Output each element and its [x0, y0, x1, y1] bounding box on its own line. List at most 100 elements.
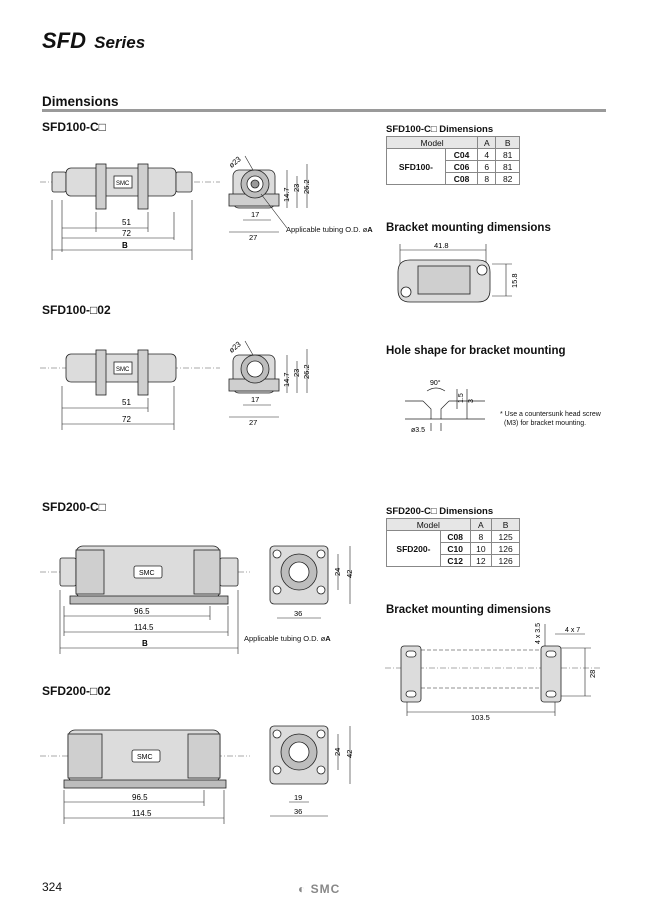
sfd200-02-title: SFD200-□02 [42, 684, 111, 698]
hole-dim-15: 1.5 [458, 393, 465, 403]
sfd200-c-end-drawing: 24 42 36 [269, 545, 354, 619]
sfd200-c-side-drawing: SMC 96.5 114.5 B [40, 545, 250, 654]
brand-swoosh-icon: ◐ [298, 882, 307, 896]
table200-header-model: Model [386, 518, 471, 531]
table-cell: 10 [469, 542, 493, 555]
table100-model: SFD100- [386, 148, 446, 185]
sfd100-c-dim-27: 27 [249, 233, 257, 242]
sfd200-02-dim-19: 19 [294, 793, 302, 802]
table-cell: 82 [495, 172, 520, 185]
sfd200-c-tubing-var: A [325, 634, 331, 643]
sfd100-c-tubing-var: A [367, 225, 373, 234]
brand-logo: ◐ SMC [298, 882, 340, 896]
table-cell: 12 [469, 554, 493, 567]
bracket200-title: Bracket mounting dimensions [386, 604, 551, 616]
table-row: C08 [444, 172, 479, 185]
sfd100-02-dim-262: 26.2 [302, 364, 311, 379]
table-cell: 6 [477, 160, 497, 173]
table-row: C10 [439, 542, 471, 555]
table100-title: SFD100-C□ Dimensions [386, 124, 494, 135]
table200-header-b: B [491, 518, 520, 531]
bracket100-title: Bracket mounting dimensions [386, 222, 551, 234]
table-row: C06 [444, 160, 479, 173]
sfd200-c-tubing-label: Applicable tubing O.D. øA [244, 634, 331, 643]
sfd100-02-dim-147: 14.7 [282, 372, 291, 387]
hole-angle: 90° [430, 379, 441, 387]
series-name: SFD [42, 28, 86, 53]
sfd100-02-end-drawing: ø23 14.7 23 26.2 17 27 [227, 340, 311, 427]
sfd100-c-dim-147: 14.7 [282, 187, 291, 202]
sfd100-c-dim-23: 23 [292, 184, 301, 192]
hole-drawing: 90° 1.5 3 ø3.5 [405, 379, 485, 434]
hole-note-line2: (M3) for bracket mounting. [504, 420, 587, 427]
sfd100-c-dim-17: 17 [251, 210, 259, 219]
sfd100-c-dim-72: 72 [122, 229, 131, 238]
sfd200-02-side-drawing: SMC 96.5 114.5 [40, 729, 250, 824]
series-word: Series [94, 33, 146, 52]
hole-title: Hole shape for bracket mounting [386, 345, 566, 357]
table-cell: 8 [469, 530, 493, 543]
brand-text: SMC [310, 882, 341, 896]
table-cell: 126 [491, 554, 520, 567]
section-rule [42, 109, 606, 112]
sfd100-02-dim-72: 72 [122, 415, 131, 424]
sfd200-c-dim-1145: 114.5 [134, 623, 154, 632]
table-cell: 4 [477, 148, 497, 161]
table200-header-a: A [469, 518, 493, 531]
bracket100-dim-h: 15.8 [510, 273, 519, 288]
sfd200-c-logo: SMC [139, 570, 155, 577]
sfd100-02-dim-51: 51 [122, 398, 131, 407]
sfd200-c-dim-965: 96.5 [134, 607, 150, 616]
sfd200-02-end-drawing: 24 42 19 36 [269, 725, 354, 817]
bracket200-drawing: 4 x 3.5 4 x 7 28 103.5 [385, 623, 600, 722]
sfd100-02-dim-23: 23 [292, 369, 301, 377]
sfd100-c-dim-b: B [122, 241, 128, 250]
sfd100-c-tubing-label: Applicable tubing O.D. øA [286, 225, 373, 234]
hole-dim-3: 3 [468, 399, 475, 403]
table100-header-a: A [477, 136, 497, 149]
series-title: SFD Series [42, 28, 145, 54]
table-cell: 8 [477, 172, 497, 185]
sfd200-02-dim-24: 24 [333, 748, 342, 756]
bracket100-drawing: 41.8 15.8 [397, 241, 519, 303]
bracket200-dim-top2: 4 x 7 [565, 627, 580, 634]
sfd100-c-dim-262: 26.2 [302, 179, 311, 194]
page-number: 324 [42, 880, 63, 894]
table-row: C08 [439, 530, 471, 543]
sfd100-c-dim-dia23: ø23 [227, 155, 243, 170]
table-row: C04 [444, 148, 479, 161]
sfd200-c-dim-36: 36 [294, 609, 302, 618]
sfd100-02-dim-17: 17 [251, 395, 259, 404]
table-cell: 125 [491, 530, 520, 543]
section-title: Dimensions [42, 94, 119, 109]
sfd100-02-dim-dia23: ø23 [227, 340, 243, 355]
hole-note: * Use a countersunk head screw (M3) for … [500, 410, 601, 428]
table200-model: SFD200- [386, 530, 441, 567]
sfd100-c-end-drawing: ø23 14.7 23 26.2 17 27 [227, 155, 311, 242]
table-cell: 81 [495, 148, 520, 161]
sfd100-c-title: SFD100-C□ [42, 120, 106, 134]
sfd100-02-logo: SMC [116, 367, 130, 373]
table100-header-b: B [495, 136, 520, 149]
sfd100-c-side-drawing: SMC 51 72 B [40, 163, 220, 260]
bracket200-dim-h: 28 [588, 670, 597, 678]
table-row: C12 [439, 554, 471, 567]
sfd200-02-dim-965: 96.5 [132, 793, 148, 802]
sfd100-c-logo: SMC [116, 181, 130, 187]
sfd200-c-dim-24: 24 [333, 568, 342, 576]
table100-header-model: Model [385, 136, 479, 149]
sfd100-02-side-drawing: SMC 51 72 [40, 349, 220, 430]
sfd200-02-logo: SMC [137, 754, 153, 761]
sfd100-c-dim-51: 51 [122, 218, 131, 227]
table-cell: 126 [491, 542, 520, 555]
hole-note-line1: * Use a countersunk head screw [500, 411, 601, 418]
table200-title: SFD200-C□ Dimensions [386, 506, 494, 517]
sfd200-c-title: SFD200-C□ [42, 500, 106, 514]
sfd200-02-dim-42: 42 [345, 750, 354, 758]
sfd100-02-title: SFD100-□02 [42, 303, 111, 317]
sfd100-02-dim-27: 27 [249, 418, 257, 427]
table-cell: 81 [495, 160, 520, 173]
sfd200-02-dim-1145: 114.5 [132, 809, 152, 818]
